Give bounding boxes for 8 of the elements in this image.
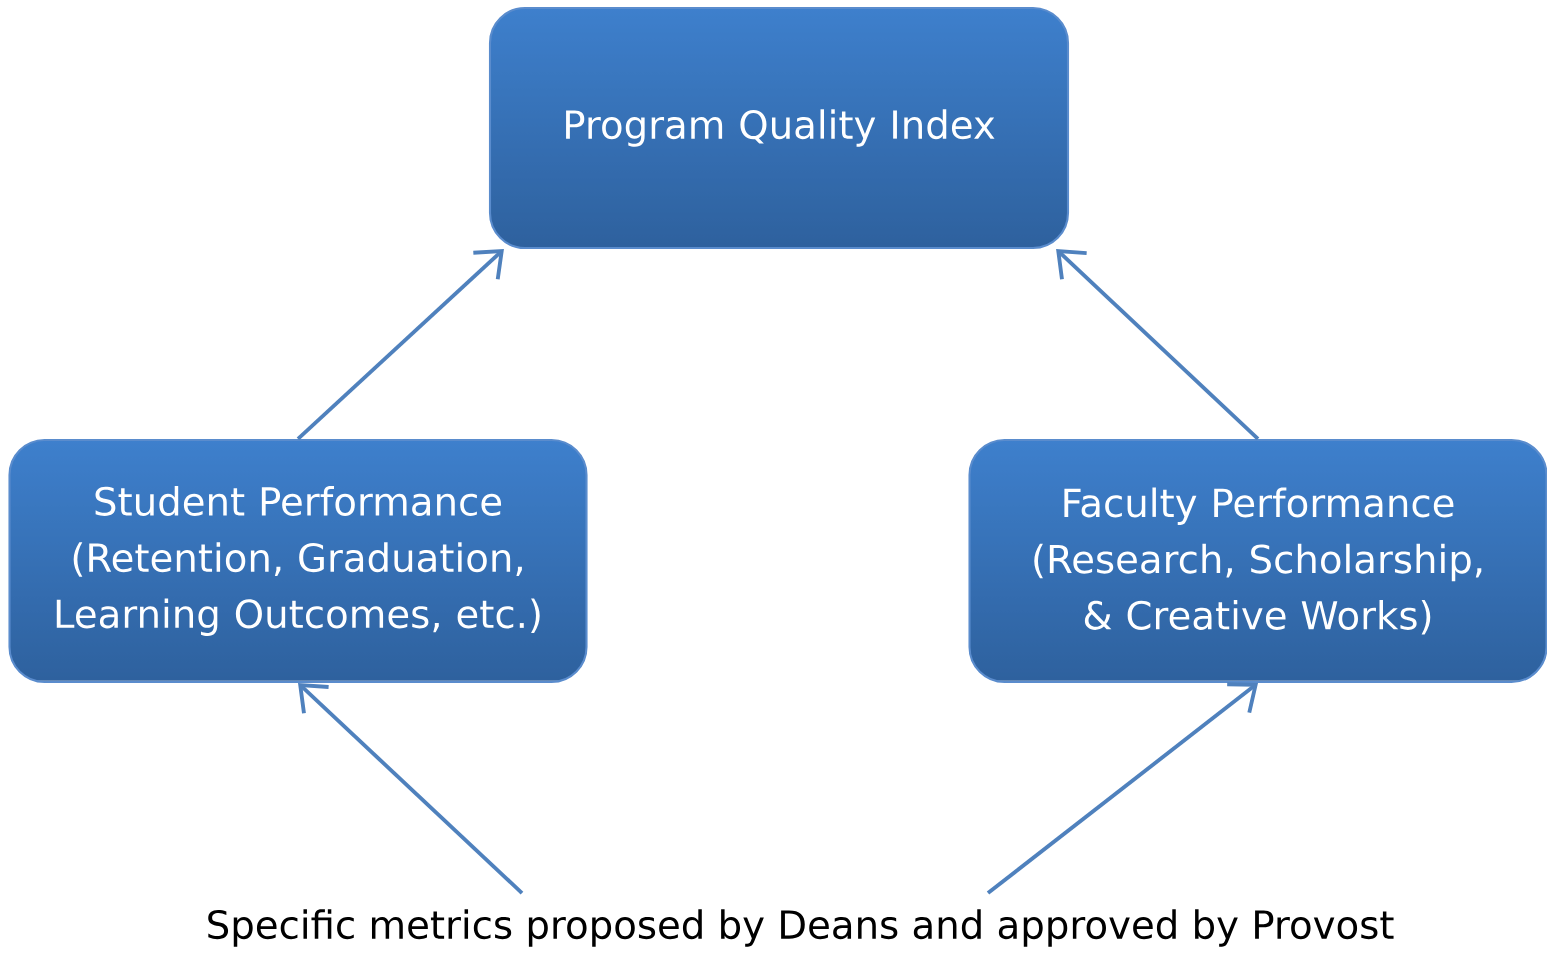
arrow <box>986 682 1259 895</box>
arrow <box>298 683 524 895</box>
arrow <box>1056 249 1260 441</box>
process-box: Program Quality Index <box>488 6 1070 250</box>
arrow <box>296 249 504 441</box>
process-box: Student Performance (Retention, Graduation, Learning Outcomes, etc.) <box>8 438 588 684</box>
process-box: Faculty Performance (Research, Scholarship, & Creative Works) <box>968 438 1547 684</box>
caption-text: Specific metrics proposed by Deans and approved by Provost <box>208 909 1394 947</box>
